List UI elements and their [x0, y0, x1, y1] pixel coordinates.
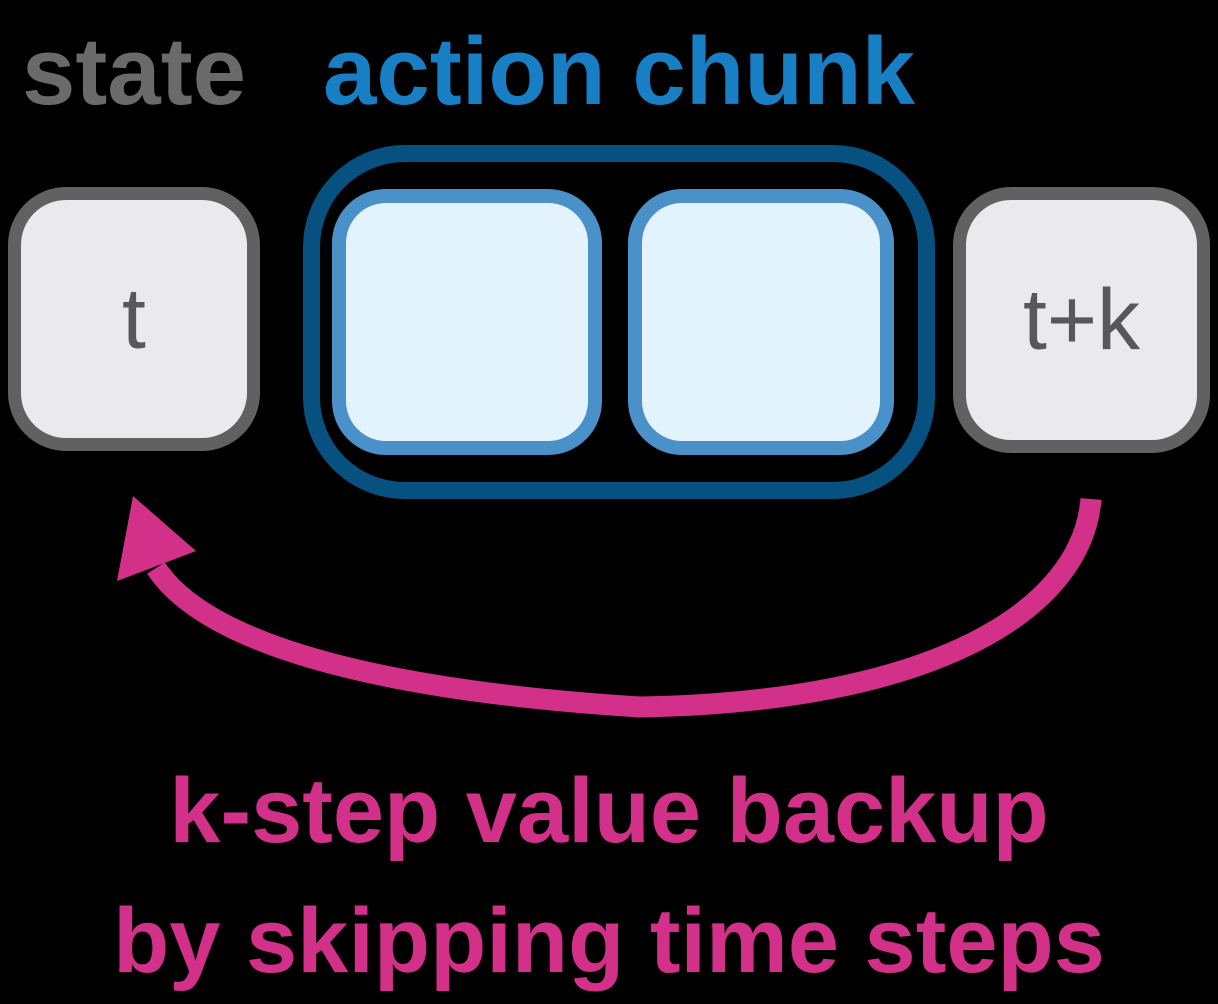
action-chunk-container	[303, 145, 935, 499]
action-cell-2	[628, 189, 894, 455]
caption-line-1: k-step value backup	[169, 760, 1049, 862]
state-node-t: t	[8, 187, 260, 451]
caption: k-step value backup by skipping time ste…	[0, 746, 1218, 1004]
caption-line-2: by skipping time steps	[113, 890, 1105, 992]
arrow-curve	[147, 497, 1102, 718]
state-node-t-plus-k: t+k	[953, 187, 1210, 453]
action-chunk-heading: action chunk	[322, 18, 916, 125]
action-cell-1	[332, 189, 602, 455]
state-heading: state	[21, 18, 247, 125]
arrow-head-icon	[117, 496, 196, 581]
state-node-t-plus-k-label: t+k	[1022, 272, 1141, 368]
state-node-t-label: t	[122, 271, 146, 367]
